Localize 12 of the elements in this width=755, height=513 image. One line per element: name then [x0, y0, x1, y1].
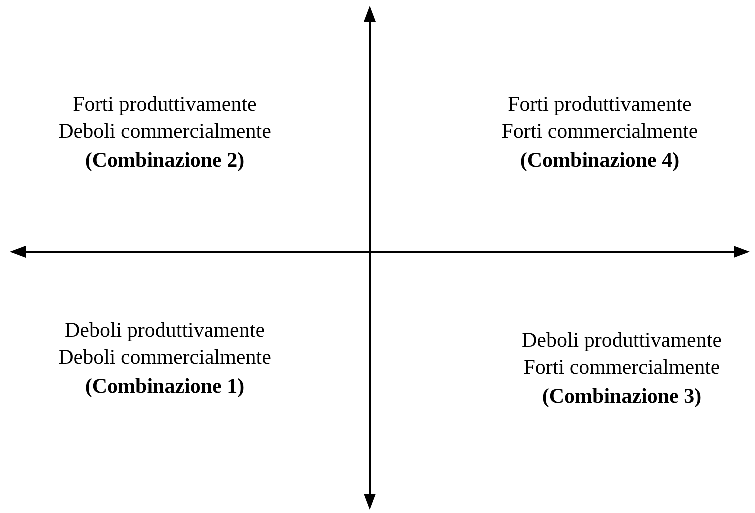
quadrant-title: (Combinazione 1) — [85, 374, 245, 398]
quadrant-description: Forti commercialmente — [524, 355, 720, 379]
quadrant-description: Deboli produttivamente — [64, 318, 266, 342]
quadrant-title: (Combinazione 4) — [520, 148, 680, 172]
quadrant-description: Deboli commercialmente — [58, 119, 272, 143]
quadrant-description: Forti commercialmente — [502, 119, 698, 143]
quadrant-description: Deboli produttivamente — [522, 328, 722, 352]
quadrant-title: (Combinazione 2) — [85, 148, 245, 172]
quadrant-title: (Combinazione 3) — [542, 384, 702, 408]
quadrant-description: Deboli commercialmente — [58, 345, 272, 369]
quadrant-description: Forti produttivamente — [73, 92, 257, 116]
quadrant-description: Forti produttivamente — [508, 92, 692, 116]
